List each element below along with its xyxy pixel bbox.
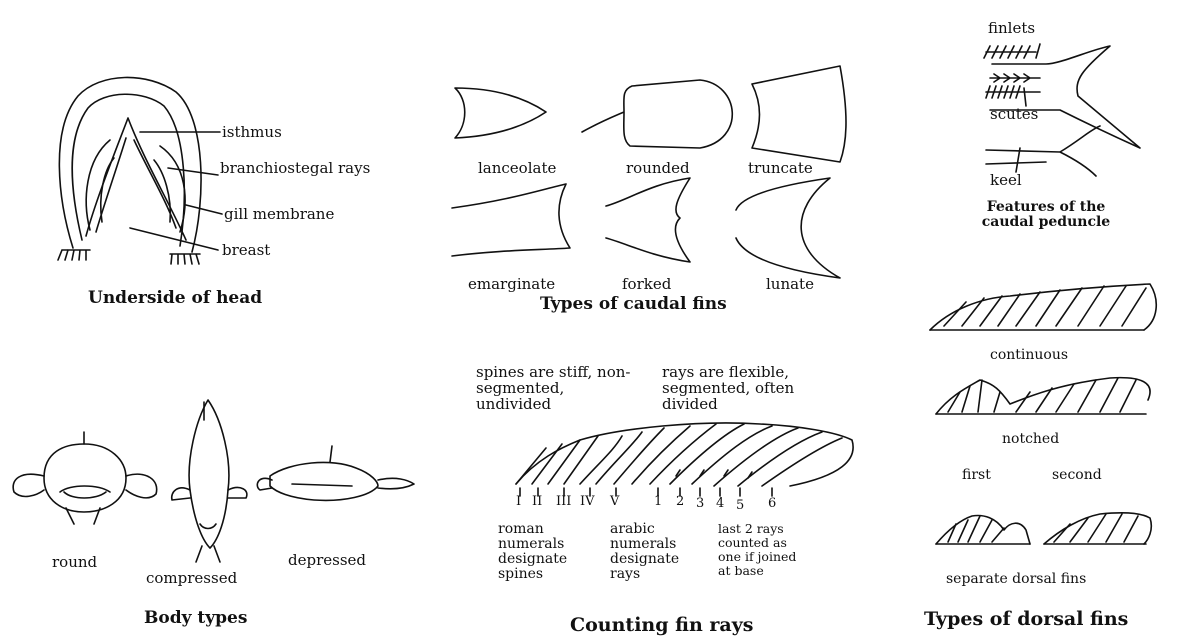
last-rays-note: last 2 rays counted as one if joined at … — [718, 522, 810, 578]
isthmus-label: isthmus — [222, 124, 282, 140]
underside-of-head-title: Underside of head — [88, 288, 262, 308]
arabic-numeral-3: 3 — [696, 496, 704, 511]
dorsal-type-notched: notched — [1002, 432, 1059, 447]
body-type-compressed: compressed — [146, 570, 237, 586]
finlets-label: finlets — [988, 20, 1035, 36]
dorsal-first-label: first — [962, 468, 991, 483]
dorsal-fins-title: Types of dorsal fins — [924, 608, 1128, 630]
roman-numeral-3: III — [556, 494, 571, 509]
body-type-round: round — [52, 554, 97, 570]
dorsal-fins-drawing — [930, 284, 1156, 544]
arabic-numeral-6: 6 — [768, 496, 776, 511]
arabic-numeral-5: 5 — [736, 498, 744, 513]
caudal-type-lanceolate: lanceolate — [478, 160, 556, 176]
roman-numeral-1: I — [516, 494, 521, 509]
arabic-numeral-4: 4 — [716, 496, 724, 511]
caudal-type-emarginate: emarginate — [468, 276, 555, 292]
gill-membrane-label: gill membrane — [224, 206, 334, 222]
breast-label: breast — [222, 242, 270, 258]
caudal-type-rounded: rounded — [626, 160, 690, 176]
arabic-numeral-2: 2 — [676, 494, 684, 509]
counting-fin-rays-title: Counting fin rays — [570, 614, 753, 636]
body-type-depressed: depressed — [288, 552, 366, 568]
arabic-numeral-1: 1 — [654, 494, 662, 509]
body-types-title: Body types — [144, 608, 247, 628]
roman-numeral-4: IV — [580, 494, 595, 509]
roman-numeral-2: II — [532, 494, 542, 509]
caudal-type-lunate: lunate — [766, 276, 814, 292]
dorsal-type-continuous: continuous — [990, 348, 1068, 363]
branchiostegal-rays-label: branchiostegal rays — [220, 160, 390, 176]
caudal-type-forked: forked — [622, 276, 671, 292]
rays-note: rays are flexible, segmented, often divi… — [662, 364, 812, 412]
head-underside-drawing — [58, 77, 222, 264]
caudal-fins-title: Types of caudal fins — [540, 294, 727, 314]
caudal-type-truncate: truncate — [748, 160, 813, 176]
fin-rays-drawing — [516, 423, 853, 496]
dorsal-second-label: second — [1052, 468, 1102, 483]
roman-numerals-note: roman numerals designate spines — [498, 522, 588, 582]
body-types-drawing — [13, 400, 414, 562]
caudal-peduncle-title: Features of the caudal peduncle — [960, 200, 1132, 230]
arabic-numerals-note: arabic numerals designate rays — [610, 522, 702, 582]
scutes-label: scutes — [990, 106, 1038, 122]
dorsal-type-separate: separate dorsal fins — [946, 572, 1086, 587]
roman-numeral-5: V — [610, 494, 619, 509]
spines-note: spines are stiff, non-segmented, undivid… — [476, 364, 636, 412]
keel-label: keel — [990, 172, 1022, 188]
